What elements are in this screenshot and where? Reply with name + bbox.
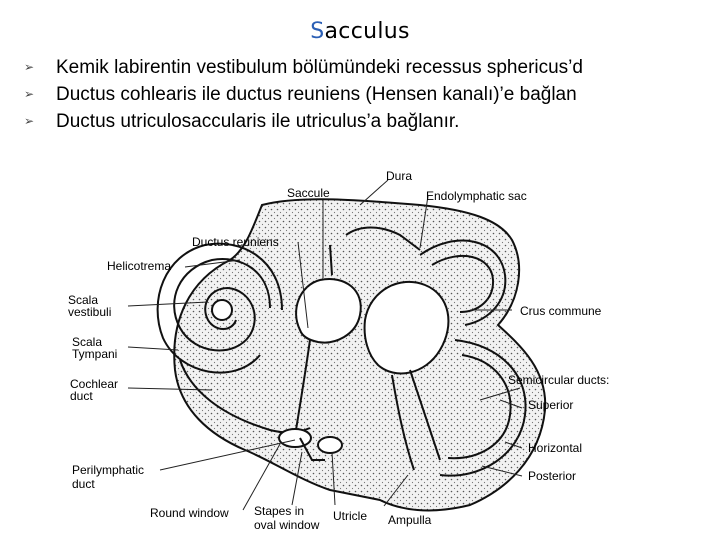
bullet-item: ➢ Kemik labirentin vestibulum bölümündek… [0, 54, 720, 81]
label-round-window: Round window [150, 506, 229, 520]
slide-title: Sacculus [0, 18, 720, 46]
arrow-bullet-icon: ➢ [24, 60, 35, 74]
label-horizontal: Horizontal [528, 441, 582, 455]
bony-labyrinth [173, 198, 547, 512]
label-superior: Superior [528, 398, 573, 412]
label-saccule: Saccule [287, 186, 330, 200]
label-scala-tympani-line1: Scala [72, 335, 102, 349]
semicircular-ducts [391, 239, 527, 477]
label-stapes-line2: oval window [254, 518, 320, 532]
bullet-item: ➢ Ductus utriculosaccularis ile utriculu… [0, 108, 720, 135]
label-cochlear-duct-line2: duct [70, 389, 93, 403]
bullet-list: ➢ Kemik labirentin vestibulum bölümündek… [0, 54, 720, 135]
label-helicotrema: Helicotrema [107, 259, 171, 273]
slide-title-initial: S [310, 19, 325, 44]
label-scala-vestibuli-line2: vestibuli [68, 305, 111, 319]
label-endolymphatic-sac: Endolymphatic sac [426, 189, 527, 203]
label-ampulla: Ampulla [388, 513, 432, 527]
bullet-text: Kemik labirentin vestibulum bölümündeki … [56, 57, 583, 78]
bullet-text: Ductus cohlearis ile ductus reuniens (He… [56, 84, 577, 105]
bullet-text: Ductus utriculosaccularis ile utriculus’… [56, 111, 460, 132]
arrow-bullet-icon: ➢ [24, 114, 35, 128]
bullet-item: ➢ Ductus cohlearis ile ductus reuniens (… [0, 81, 720, 108]
label-utricle: Utricle [333, 509, 367, 523]
leader-lines [127, 179, 523, 511]
label-crus-commune: Crus commune [520, 304, 602, 318]
slide-title-rest: acculus [324, 19, 410, 44]
label-dura: Dura [386, 169, 412, 183]
stapes [278, 428, 343, 461]
vestibule [295, 226, 450, 431]
label-stapes-line1: Stapes in [254, 504, 304, 518]
label-cochlear-duct-line1: Cochlear [70, 377, 118, 391]
inner-ear-diagram: Dura Saccule Endolymphatic sac Ductus re… [0, 160, 720, 540]
label-perilymphatic-duct-line2: duct [72, 477, 95, 491]
label-scala-vestibuli-line1: Scala [68, 293, 98, 307]
label-semicircular-ducts: Semicircular ducts: [508, 373, 609, 387]
label-perilymphatic-duct-line1: Perilymphatic [72, 463, 144, 477]
inner-ear-illustration: Dura Saccule Endolymphatic sac Ductus re… [68, 169, 609, 532]
arrow-bullet-icon: ➢ [24, 87, 35, 101]
label-posterior: Posterior [528, 469, 576, 483]
label-ductus-reuniens: Ductus reuniens [192, 235, 279, 249]
label-scala-tympani-line2: Tympani [72, 347, 117, 361]
